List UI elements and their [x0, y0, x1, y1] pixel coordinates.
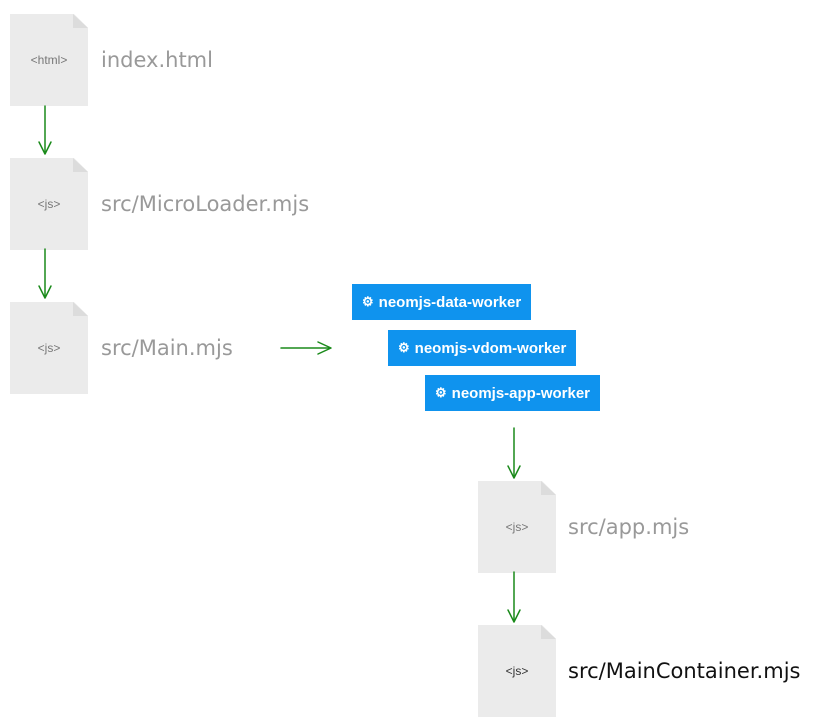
file-name-index: index.html — [101, 48, 213, 72]
arrow-down-icon — [38, 105, 52, 155]
gear-icon: ⚙ — [398, 340, 410, 355]
worker-badge-app: ⚙ neomjs-app-worker — [425, 375, 601, 411]
file-name-app: src/app.mjs — [568, 515, 690, 539]
file-name-microloader: src/MicroLoader.mjs — [101, 192, 310, 216]
arrow-right-icon — [280, 341, 332, 355]
gear-icon: ⚙ — [362, 294, 374, 309]
file-type-tag: <html> — [30, 53, 68, 67]
js-file-icon: <js> — [478, 481, 556, 573]
arrow-down-icon — [38, 248, 52, 299]
file-type-tag: <js> — [37, 341, 61, 355]
html-file-icon: <html> — [10, 14, 88, 106]
file-type-tag: <js> — [505, 664, 529, 678]
gear-icon: ⚙ — [435, 385, 447, 400]
worker-label: neomjs-app-worker — [451, 384, 591, 402]
js-file-icon: <js> — [10, 302, 88, 394]
worker-label: neomjs-data-worker — [378, 293, 522, 311]
file-name-main: src/Main.mjs — [101, 336, 233, 360]
arrow-down-icon — [507, 571, 521, 623]
file-name-maincontainer: src/MainContainer.mjs — [568, 659, 801, 683]
worker-badge-vdom: ⚙ neomjs-vdom-worker — [388, 330, 577, 366]
file-type-tag: <js> — [505, 520, 529, 534]
arrow-down-icon — [507, 427, 521, 479]
file-type-tag: <js> — [37, 197, 61, 211]
js-file-icon: <js> — [10, 158, 88, 250]
worker-badge-data: ⚙ neomjs-data-worker — [352, 284, 532, 320]
worker-label: neomjs-vdom-worker — [414, 339, 567, 357]
js-file-icon: <js> — [478, 625, 556, 717]
